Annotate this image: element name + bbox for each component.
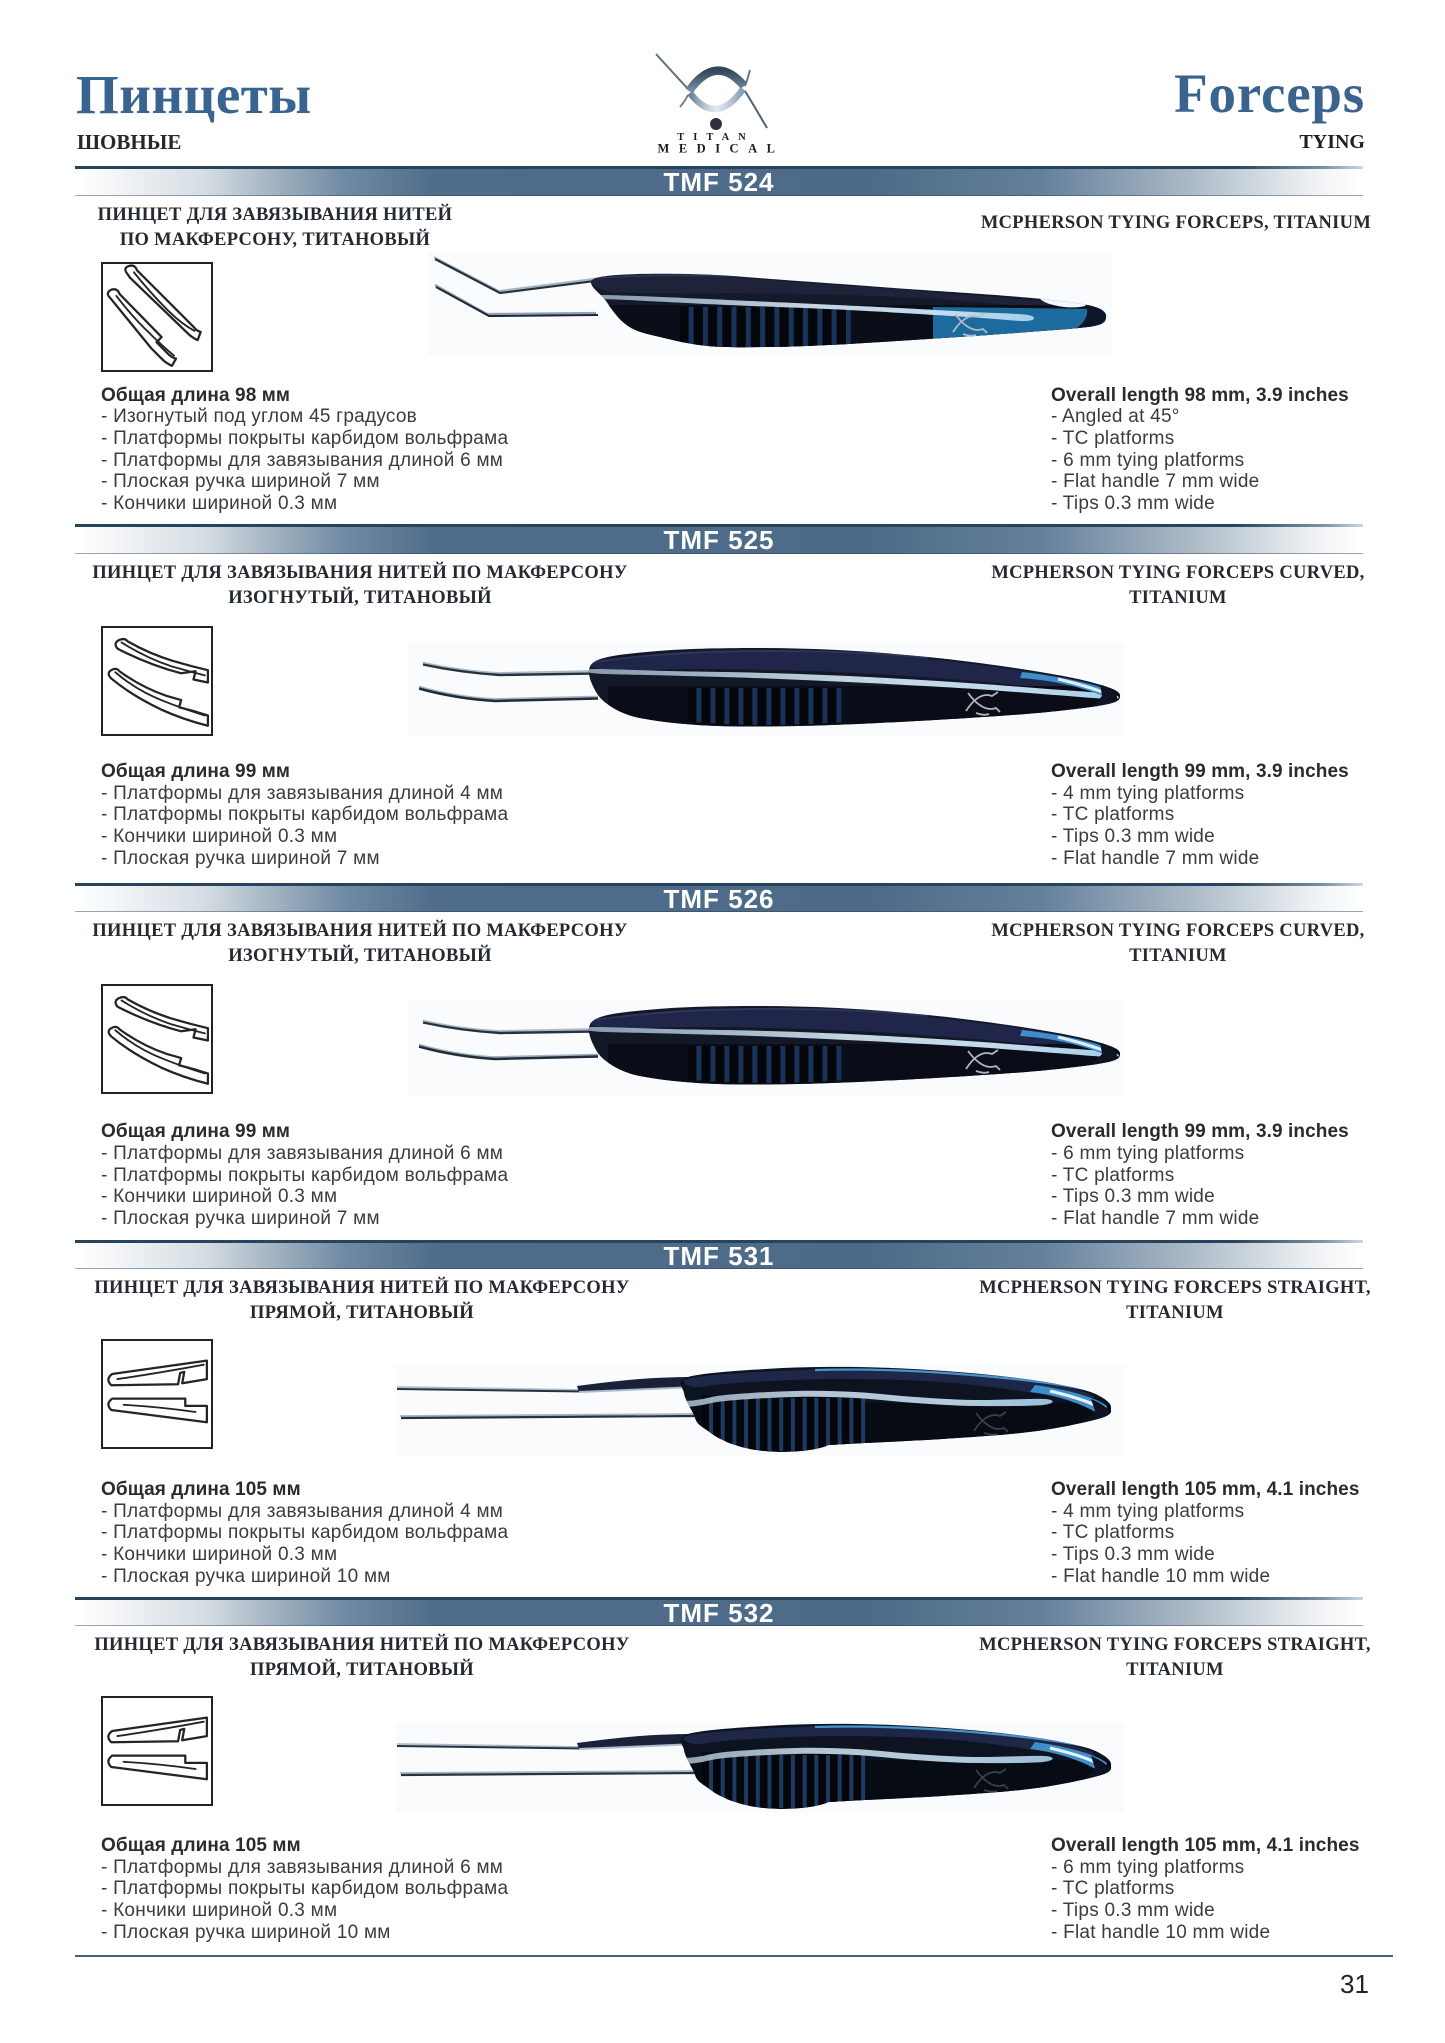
svg-text:MEDICAL: MEDICAL [658, 142, 785, 156]
svg-text:TITAN: TITAN [677, 132, 754, 143]
